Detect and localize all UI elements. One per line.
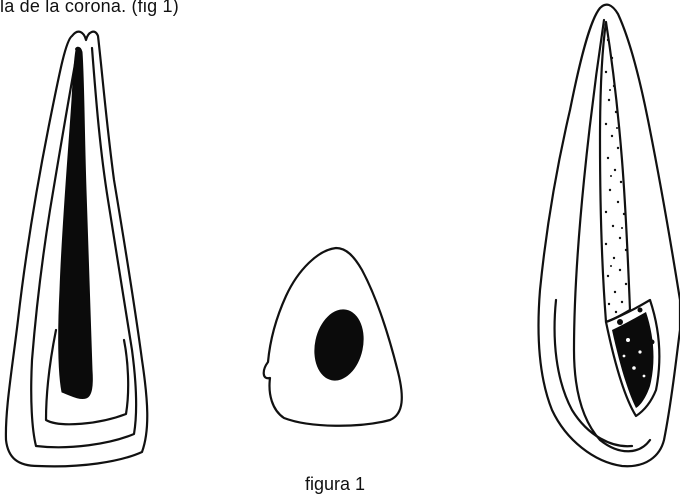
restoration-dark-fill (612, 308, 655, 409)
tooth-cross-section (264, 248, 402, 426)
stippled-area-outline (600, 22, 630, 322)
figure-caption: figura 1 (305, 474, 365, 495)
cross-section-pulp (308, 305, 370, 385)
restored-tooth-outer-outline (539, 5, 680, 467)
tooth-restored-section (539, 5, 680, 467)
pulp-canal-longitudinal (59, 47, 93, 398)
